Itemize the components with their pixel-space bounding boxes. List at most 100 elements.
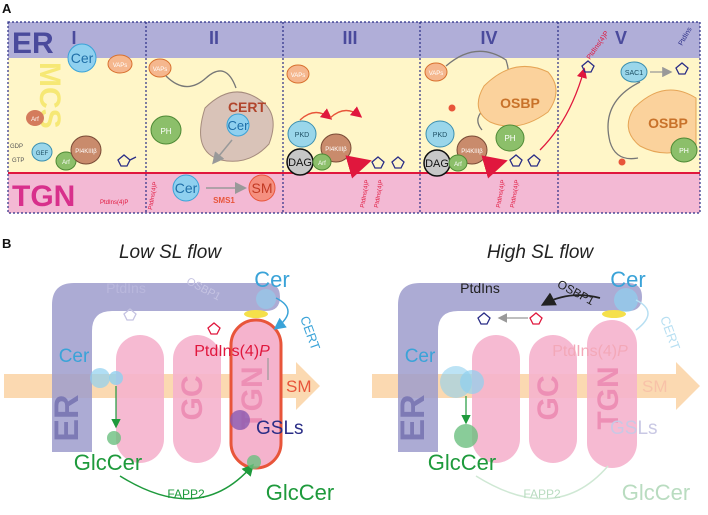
low-pi4p: PtdIns(4)P (194, 343, 270, 360)
low-cis-1 (116, 335, 164, 463)
ph-protein-5 (670, 137, 698, 163)
pi4k-protein (70, 135, 102, 165)
stage-1-content: Cer VAPs Arf GDP GTP GEF Arf PI4KIIIβ Pt… (10, 43, 137, 206)
high-cis-1 (472, 335, 520, 463)
cert-transfer-arrow (212, 139, 233, 165)
gef-protein (31, 142, 53, 162)
ph-protein-2 (150, 115, 182, 145)
high-contact-site (602, 310, 626, 318)
sm-blob (248, 174, 276, 202)
low-gsls-blob (230, 410, 250, 430)
low-cer-top-blob (256, 289, 276, 309)
pi4p-label-4b: PtdIns(4)P (510, 179, 521, 208)
low-pi4p-molecule (207, 322, 221, 335)
pi4p-molecule (117, 154, 137, 167)
low-sm: SM (286, 377, 312, 396)
high-osbp1-arrow (540, 292, 601, 306)
high-sl-title: High SL flow (487, 242, 595, 263)
vaps-protein (107, 54, 133, 74)
pi4p-production-arrow (345, 155, 372, 179)
arf-gdp (26, 110, 44, 126)
low-sl-title: Low SL flow (119, 242, 222, 263)
pi4k-label-4: PI4KIIIβ (461, 149, 483, 155)
pi4k-label: PI4KIIIβ (75, 149, 97, 155)
pkd-protein (287, 120, 317, 148)
tgn-band (8, 173, 700, 213)
sac1-label: SAC1 (625, 70, 643, 77)
pi4p-transfer-arrow (539, 67, 587, 151)
vaps-label-4: VAPs (429, 71, 444, 77)
vaps-label-2: VAPs (153, 67, 168, 73)
ph-label-2: PH (160, 127, 171, 136)
low-cer-top: Cer (254, 267, 289, 292)
cert-cer-blob (226, 113, 250, 137)
low-ptdins-molecule (123, 308, 137, 321)
pi4p-label-2: PtdIns(4)P (148, 181, 159, 210)
pkd-arrow-2 (329, 106, 363, 119)
cer-tgn-blob (172, 174, 200, 202)
vaps-protein-4 (424, 62, 448, 82)
pi4p-label-3a: PtdIns(4)P (360, 179, 371, 208)
high-ptdins-molecule (477, 312, 491, 325)
panel-a-label: A (2, 1, 12, 16)
stage-4-content: VAPs OSBP PKD DAG PI4KIIIβ Arf PH PtdIns… (423, 50, 587, 208)
high-glccer-right: GlcCer (622, 480, 690, 505)
dag-label: DAG (288, 157, 312, 169)
pi4k-label-3: PI4KIIIβ (325, 147, 347, 153)
vaps-label-3: VAPs (291, 73, 306, 79)
panel-a: ER MCS TGN I II III IV V Cer VAPs Arf GD… (7, 21, 701, 214)
high-sl-flow-diagram: High SL flow ER GC TGN PtdIns OSBP1 Cer … (372, 242, 700, 505)
low-glccer-left: GlcCer (74, 450, 142, 475)
pkd-protein-4 (425, 120, 455, 148)
low-cert: CERT (297, 314, 323, 352)
pi4k-protein-3 (320, 133, 352, 163)
low-ptdins: PtdIns (106, 280, 146, 296)
pi4p-molecule-5 (581, 60, 595, 73)
gtp-label: GTP (12, 158, 24, 164)
high-fapp2-arrow (475, 465, 609, 500)
mcs-band (8, 58, 700, 173)
stage-2: II (209, 28, 219, 48)
stage-3-content: VAPs PKD DAG PI4KIIIβ Arf PtdIns(4)P Ptd… (286, 64, 405, 208)
sac1-protein (620, 61, 648, 83)
low-cer-left-blob-2 (109, 371, 123, 385)
low-gsls: GSLs (256, 418, 304, 439)
high-pi4p-p: P (617, 343, 628, 360)
high-gc-cisterna (529, 335, 577, 463)
high-glccer-left: GlcCer (428, 450, 496, 475)
high-cert: CERT (657, 314, 683, 352)
stage-5: V (615, 28, 627, 48)
arf-label-3: Arf (318, 161, 326, 167)
high-pi4p-prefix: PtdIns(4) (552, 343, 617, 360)
high-cer-left-blob-2 (460, 370, 484, 394)
stage-1: I (71, 28, 76, 48)
low-glccer-right: GlcCer (266, 480, 334, 505)
high-pi4p-molecule (529, 312, 543, 325)
vaps-label: VAPs (113, 63, 128, 69)
high-tgn-cisterna (587, 320, 637, 468)
gdp-label: GDP (10, 144, 23, 150)
ph-protein-4 (495, 124, 525, 152)
arf-protein-4 (448, 154, 468, 172)
low-cer-left: Cer (59, 346, 90, 367)
low-fapp2: FAPP2 (167, 487, 205, 501)
high-gc-label: GC (532, 376, 565, 421)
arf-label-4: Arf (454, 162, 462, 168)
sm-label: SM (252, 180, 273, 196)
low-gc-cisterna (173, 335, 221, 463)
low-er-label: ER (48, 394, 86, 441)
stage-2-content: VAPs CERT Cer PH Cer SMS1 SM PtdIns(4)P (148, 58, 276, 210)
stage-3: III (342, 28, 357, 48)
high-sm: SM (642, 377, 668, 396)
gef-label: GEF (36, 151, 49, 157)
high-fapp2: FAPP2 (523, 487, 561, 501)
osbp-linker-5 (607, 81, 641, 160)
tgn-label: TGN (12, 180, 75, 213)
pi4p-molecules-4 (509, 154, 541, 167)
pi4p-molecules-3 (371, 156, 405, 169)
vaps-protein-3 (286, 64, 310, 84)
cer-blob (67, 43, 97, 73)
cert-linker (165, 70, 237, 89)
osbp-label-4: OSBP (500, 95, 540, 111)
low-contact-site (244, 310, 268, 318)
